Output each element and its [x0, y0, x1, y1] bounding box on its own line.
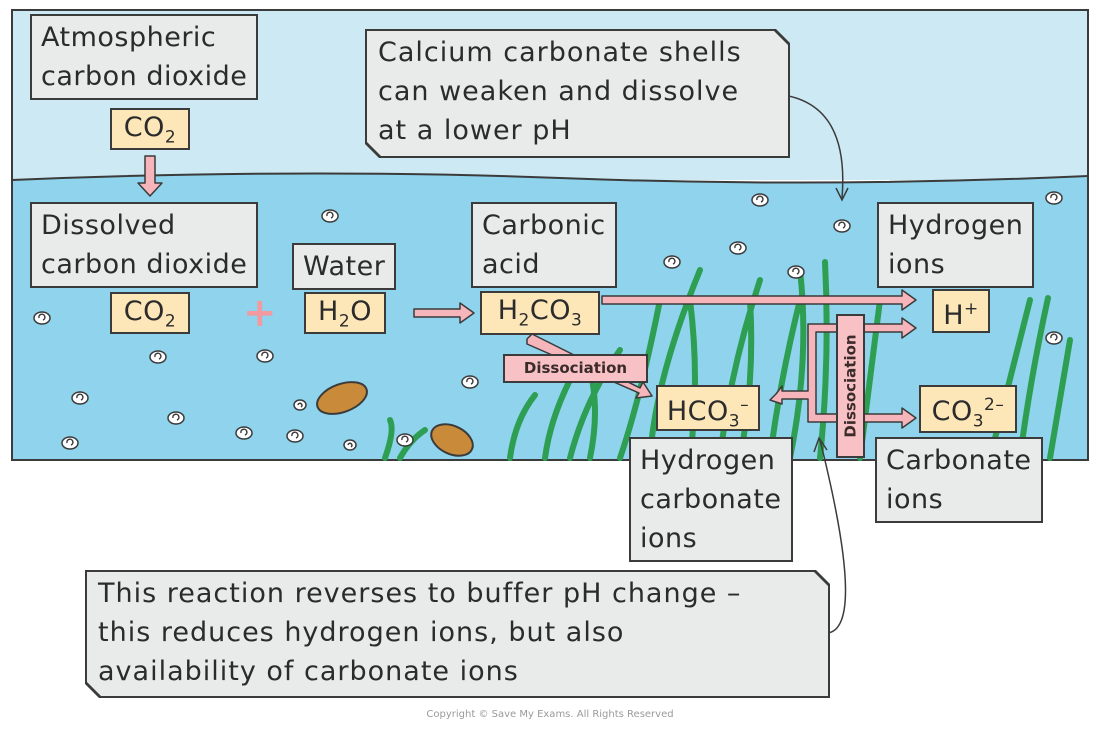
formula-h2o: H2O [304, 292, 386, 334]
label-line: carbon dioxide [41, 249, 248, 280]
label-line: carbon dioxide [41, 61, 248, 92]
callout-line: at a lower pH [378, 115, 572, 146]
formula-part: H [497, 295, 519, 326]
formula-part: CO [529, 295, 571, 326]
formula-sup: 2– [984, 395, 1005, 415]
formula-sub: 3 [728, 411, 741, 432]
water-surface-line [11, 172, 1089, 184]
label-line: carbonate [640, 484, 782, 515]
dissociation-vertical-text: Dissociation [841, 334, 859, 438]
label-hydrogen-carbonate-ions: Hydrogen carbonate ions [629, 437, 793, 562]
formula-part: CO [931, 396, 973, 427]
callout-top-wrap: Calcium carbonate shells can weaken and … [365, 29, 790, 158]
callout-buffer-reverse: This reaction reverses to buffer pH chan… [87, 572, 828, 696]
callout-line: can weaken and dissolve [378, 76, 740, 107]
callout-line: This reaction reverses to buffer pH chan… [98, 578, 742, 609]
formula-sub: 2 [338, 311, 351, 332]
formula-part: H [943, 300, 965, 331]
scene-border [11, 9, 1089, 461]
callout-top-arrowhead [835, 187, 849, 202]
label-atmospheric-co2: Atmospheric carbon dioxide [30, 14, 259, 100]
formula-hco3: HCO3– [656, 385, 760, 431]
label-line: ions [886, 484, 944, 515]
formula-h2co3: H2CO3 [480, 291, 600, 335]
formula-sub: 2 [164, 127, 177, 148]
formula-h-plus: H+ [932, 289, 990, 333]
label-line: Carbonate [886, 445, 1032, 476]
formula-sub: 2 [164, 311, 177, 332]
label-line: Dissolved [41, 210, 176, 241]
label-hydrogen-ions: Hydrogen ions [877, 202, 1035, 288]
label-line: Carbonic [482, 210, 606, 241]
arrow-down-co2 [137, 155, 163, 197]
callout-top-pointer [774, 93, 844, 199]
dissociation-tag-horizontal: Dissociation [503, 354, 648, 383]
formula-part: CO [123, 112, 165, 143]
arrow-to-carbonic [413, 302, 475, 324]
label-line: Hydrogen [888, 210, 1024, 241]
shells [33, 191, 1063, 451]
formula-co2-atmospheric: CO2 [110, 108, 190, 150]
label-dissolved-co2: Dissolved carbon dioxide [30, 202, 259, 288]
formula-sup: – [740, 395, 750, 415]
formula-part: O [350, 296, 372, 327]
formula-sub: 2 [518, 310, 530, 331]
label-line: ions [888, 249, 946, 280]
arrow-to-h-plus [601, 289, 917, 311]
formula-co3: CO32– [919, 385, 1017, 433]
label-carbonate-ions: Carbonate ions [875, 437, 1043, 523]
dissociation-tag-vertical: Dissociation [836, 314, 865, 458]
arrow-hco3-split [769, 317, 917, 429]
callout-line: availability of carbonate ions [98, 656, 519, 687]
callout-line: Calcium carbonate shells [378, 37, 742, 68]
label-line: Water [303, 251, 386, 282]
label-line: Atmospheric [41, 22, 217, 53]
formula-sub: 3 [570, 310, 583, 331]
mussel-shells [316, 381, 474, 457]
formula-part: CO [123, 296, 165, 327]
callout-bottom-arrowhead [813, 436, 828, 453]
label-water: Water [292, 243, 397, 290]
label-line: Hydrogen [640, 445, 776, 476]
copyright-notice: Copyright © Save My Exams. All Rights Re… [426, 709, 674, 720]
formula-co2-dissolved: CO2 [110, 292, 190, 334]
callout-shells-dissolve: Calcium carbonate shells can weaken and … [367, 31, 788, 156]
label-carbonic-acid: Carbonic acid [471, 202, 617, 288]
label-line: acid [482, 249, 541, 280]
callout-bottom-wrap: This reaction reverses to buffer pH chan… [85, 570, 830, 698]
plus-sign: + [243, 290, 277, 336]
formula-sup: + [964, 299, 979, 319]
label-line: ions [640, 523, 698, 554]
formula-part: HCO [666, 396, 729, 427]
formula-part: H [318, 296, 339, 327]
formula-sub: 3 [972, 411, 985, 432]
callout-line: this reduces hydrogen ions, but also [98, 617, 625, 648]
callout-bottom-pointer [819, 439, 847, 634]
